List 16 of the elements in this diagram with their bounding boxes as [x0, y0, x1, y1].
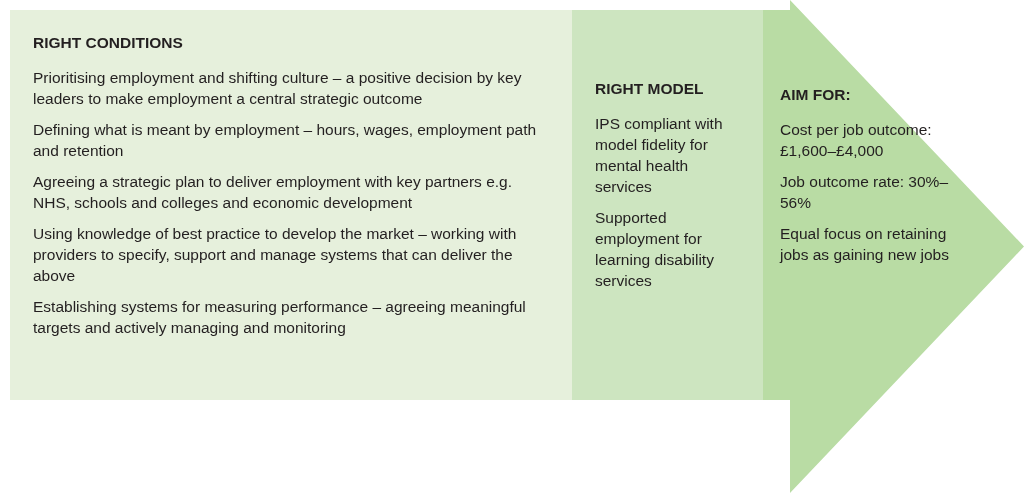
panel-item-text: Cost per job outcome: £1,600–£4,000 [780, 120, 933, 161]
panel-heading: AIM FOR: [780, 85, 852, 105]
panel-item-text: Defining what is meant by employment – hours, wages, employment path and retention [33, 120, 538, 161]
panel-item-text: Equal focus on retaining jobs as gaining new jobs [780, 224, 950, 265]
panel-item-text: Agreeing a strategic plan to deliver employment with key partners e.g. NHS, schools and colleges and economic development [33, 172, 514, 213]
panel-item-text: Prioritising employment and shifting culture – a positive decision by key leaders to make employment a central strategic outcome [33, 68, 523, 109]
panel-heading: RIGHT CONDITIONS [33, 33, 184, 53]
panel-item-text: Supported employment for learning disability services [595, 208, 715, 291]
panel-item-text: Job outcome rate: 30%–56% [780, 172, 950, 213]
panel-heading: RIGHT MODEL [595, 79, 705, 99]
panel [10, 10, 572, 400]
panel-item-text: IPS compliant with model fidelity for mental health services [595, 114, 724, 197]
panel [572, 10, 763, 400]
arrow-shape-panel [763, 0, 1024, 493]
panel-item-text: Establishing systems for measuring performance – agreeing meaningful targets and actively managing and monitoring [33, 297, 527, 338]
panel-item-text: Using knowledge of best practice to develop the market – working with providers to specify, support and manage systems that can deliver the above [33, 224, 518, 286]
